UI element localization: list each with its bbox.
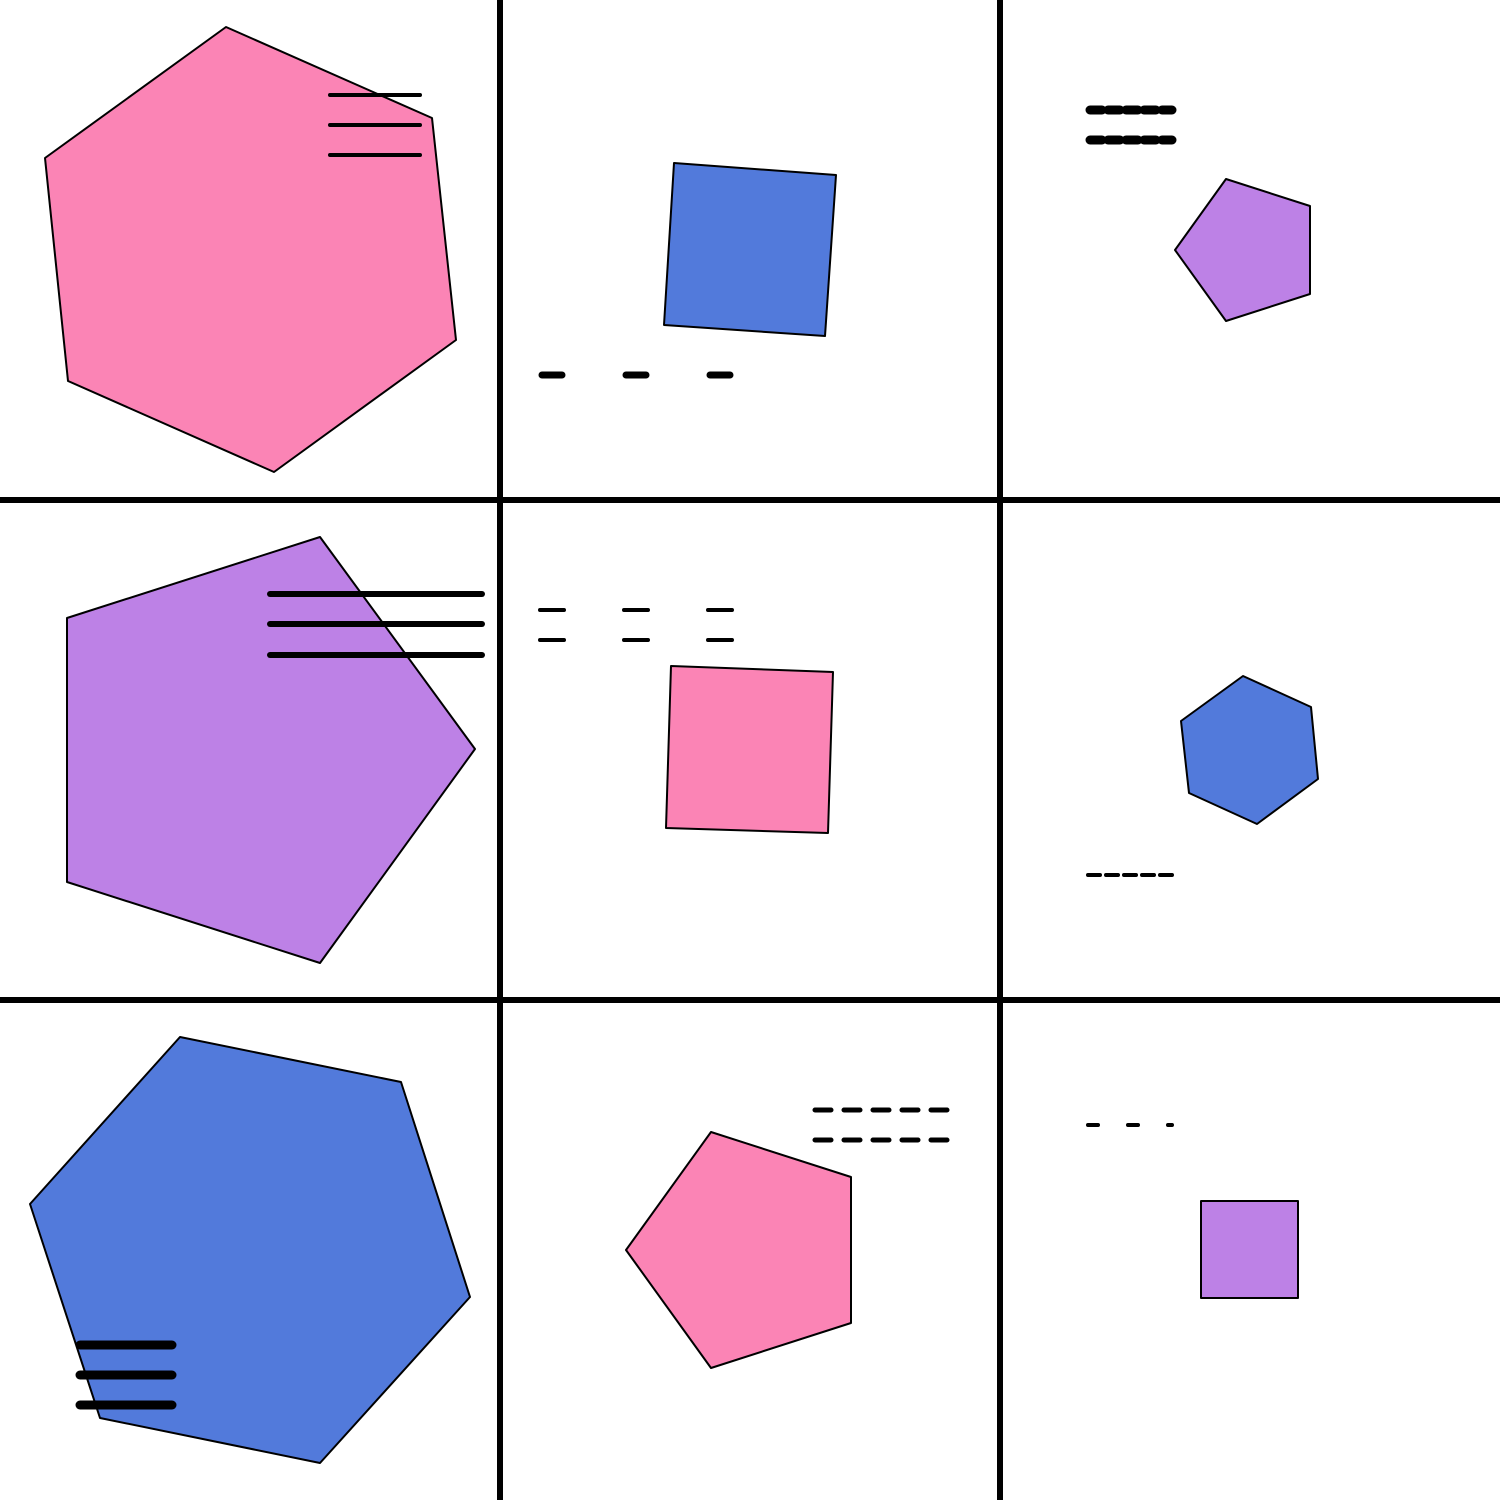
pink-hexagon: [44, 26, 457, 473]
pink-pentagon: [625, 1131, 852, 1369]
grid-cell-2: [538, 162, 837, 379]
grid-cell-5: [538, 608, 834, 834]
grid-cell-9: [1086, 1123, 1299, 1299]
grid-cell-6: [1086, 675, 1319, 877]
blue-hexagon: [29, 1036, 471, 1464]
grid-cell-7: [29, 1036, 471, 1464]
pink-square: [665, 665, 834, 834]
blue-hexagon: [1180, 675, 1319, 825]
grid-cell-3: [1085, 105, 1311, 322]
grid-cell-4: [66, 536, 485, 964]
grid-cell-8: [625, 1107, 955, 1369]
grid-cell-1: [44, 26, 457, 473]
purple-square: [1200, 1200, 1299, 1299]
blue-square: [663, 162, 837, 337]
purple-pentagon: [66, 536, 476, 964]
grid-cells: [29, 26, 1319, 1464]
purple-pentagon: [1174, 178, 1311, 322]
